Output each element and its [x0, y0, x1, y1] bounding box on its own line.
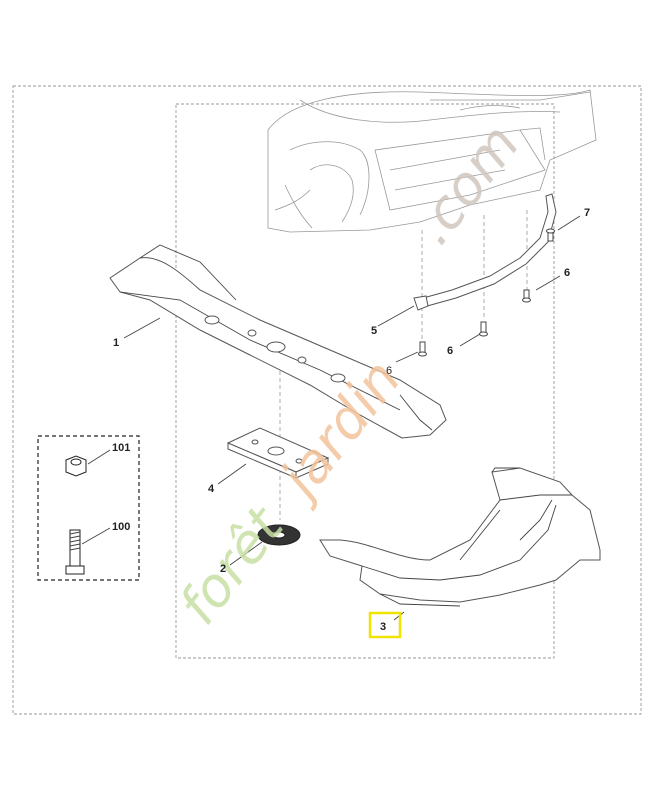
callout-bolt: 100	[112, 521, 130, 533]
leader-screw-top	[557, 215, 581, 231]
callout-deflector: 3	[380, 621, 386, 633]
callout-screw-left: 6	[386, 365, 392, 377]
watermark-part1: forêt	[167, 494, 297, 636]
adapter-plate	[226, 427, 330, 479]
callout-screw-mid: 6	[447, 345, 453, 357]
leader-screw-right	[535, 275, 561, 291]
callout-bracket: 5	[371, 325, 377, 337]
leader-adapter	[217, 463, 247, 485]
hardware-box	[37, 435, 140, 581]
screw-mid	[479, 321, 488, 337]
callout-screw-right: 6	[564, 267, 570, 279]
bolt	[65, 529, 85, 575]
leader-bracket	[377, 305, 415, 327]
mower-deck-housing	[267, 89, 597, 233]
callout-nut: 101	[112, 442, 130, 454]
screw-top	[546, 228, 555, 242]
inner-frame	[175, 103, 555, 659]
watermark-part3: .com	[401, 113, 532, 256]
callout-screw-top: 7	[584, 207, 590, 219]
screw-right	[522, 289, 531, 303]
nut	[65, 455, 87, 477]
leader-nut	[87, 449, 111, 465]
blade	[109, 244, 447, 439]
callout-blade: 1	[113, 337, 119, 349]
callout-adapter-plate: 4	[208, 483, 215, 495]
leader-screw-left	[395, 351, 419, 363]
leader-washer	[229, 541, 263, 566]
leader-screw-mid	[459, 333, 481, 347]
deflector	[319, 467, 601, 607]
outer-frame	[12, 85, 642, 715]
leader-blade	[123, 317, 161, 339]
callout-washer: 2	[220, 563, 226, 575]
callout-deflector-highlight	[368, 611, 402, 639]
screw-left	[418, 341, 427, 357]
washer	[257, 524, 301, 546]
bracket	[413, 193, 557, 311]
leader-bolt	[81, 527, 111, 545]
